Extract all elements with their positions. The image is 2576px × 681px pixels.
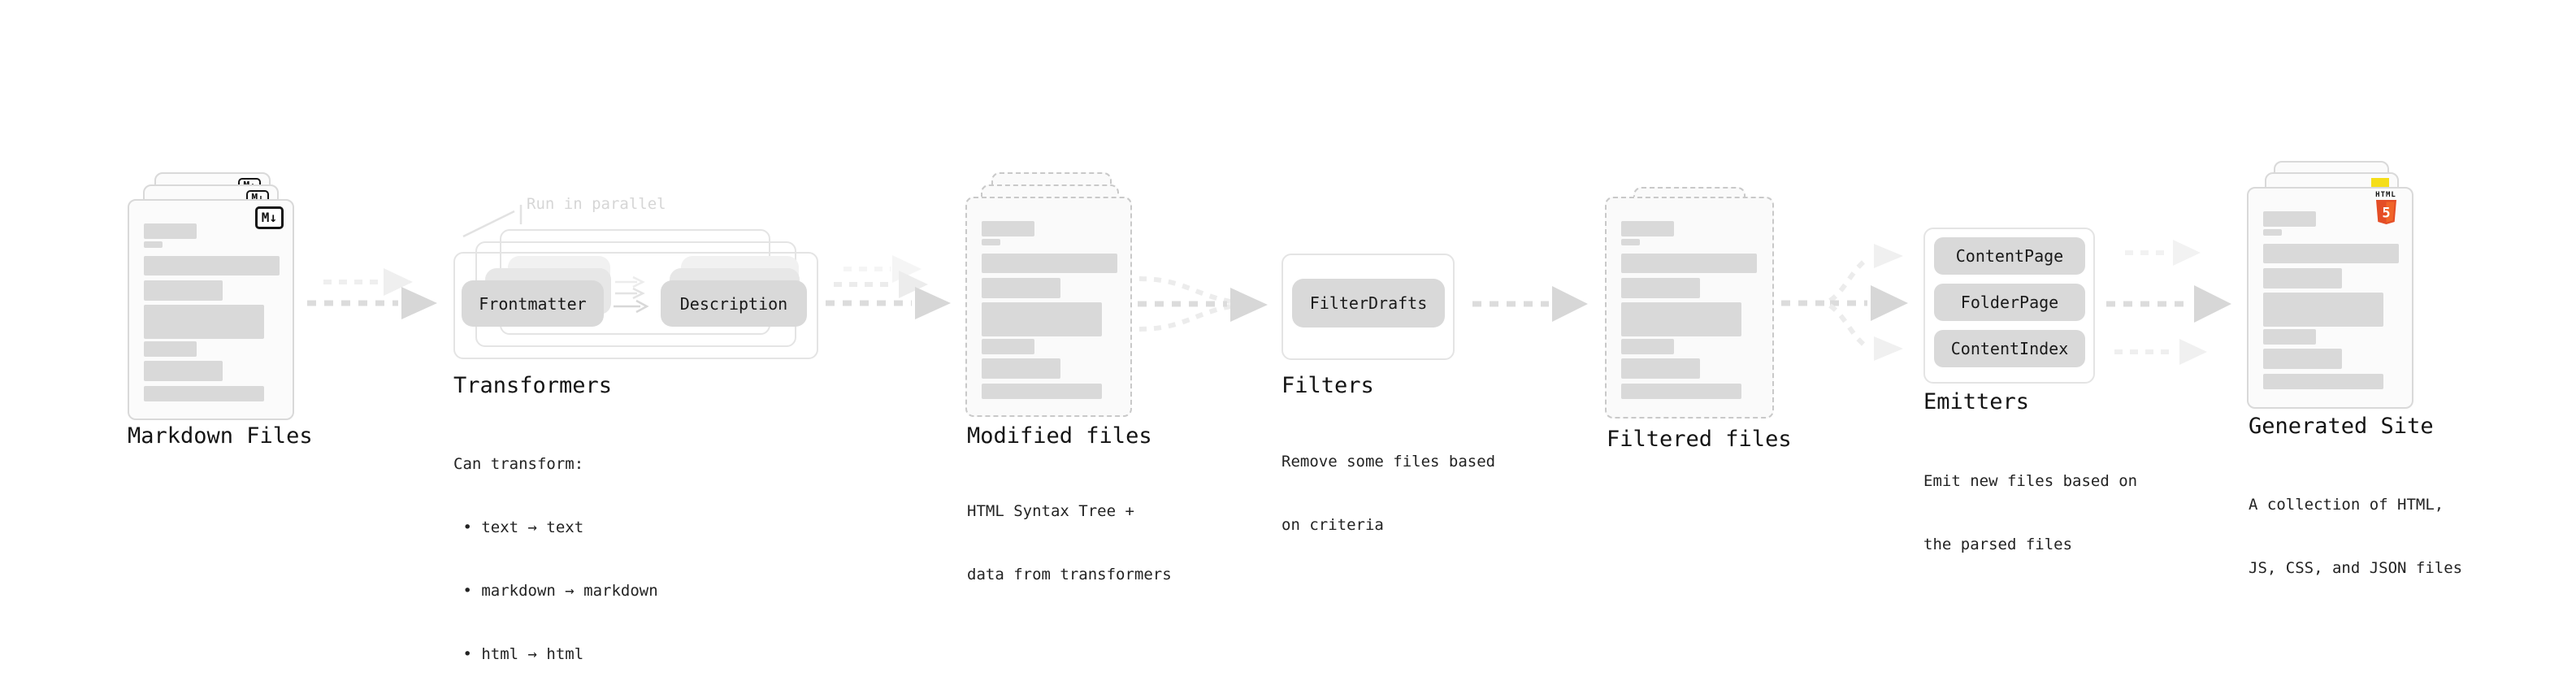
parallel-arrows-icon [614, 275, 649, 314]
arrow-modified-to-filters [1138, 276, 1268, 332]
emitters-box [1923, 228, 2095, 384]
contentpage-node: ContentPage [1934, 237, 2085, 275]
generated-site-description: A collection of HTML, JS, CSS, and JSON … [2249, 496, 2463, 577]
filters-description: Remove some files based on criteria [1281, 453, 1496, 534]
folderpage-node: FolderPage [1934, 284, 2085, 321]
arrow-filters-to-filtered [1472, 286, 1588, 322]
arrow-transformers-to-modified [826, 255, 951, 319]
contentindex-node: ContentIndex [1934, 330, 2085, 367]
document-text-placeholder [1621, 221, 1758, 399]
markdown-file-card-front: M↓ [128, 199, 294, 420]
arrow-emitters-to-site [2106, 240, 2231, 365]
document-text-placeholder [144, 223, 280, 401]
stage-title-filters: Filters [1281, 373, 1374, 398]
modified-files-description: HTML Syntax Tree + data from transformer… [967, 502, 1172, 583]
stage-title-transformers: Transformers [453, 373, 613, 398]
filters-box [1281, 254, 1455, 360]
markdown-icon: M↓ [254, 206, 284, 229]
arrow-markdown-to-transformers [307, 268, 437, 319]
stage-title-generated-site: Generated Site [2249, 414, 2434, 439]
document-text-placeholder [982, 221, 1117, 399]
svg-text:5: 5 [2382, 206, 2390, 222]
description-node: Description [661, 280, 807, 327]
emitters-description: Emit new files based on the parsed files [1923, 472, 2138, 553]
transformers-description: Can transform: • text → text • markdown … [453, 455, 658, 663]
filtered-file-card-front [1605, 197, 1774, 419]
stage-title-filtered-files: Filtered files [1607, 427, 1792, 452]
modified-file-card-front [965, 197, 1132, 417]
run-in-parallel-leader-line [462, 205, 523, 238]
run-in-parallel-note: Run in parallel [527, 195, 666, 213]
frontmatter-node: Frontmatter [462, 280, 604, 327]
transformer-box-front [453, 252, 818, 359]
html5-icon: HTML 5 [2370, 192, 2402, 225]
stage-title-emitters: Emitters [1923, 389, 2030, 414]
filterdrafts-node: FilterDrafts [1292, 279, 1445, 327]
site-file-card-front: HTML 5 [2247, 187, 2413, 409]
stage-title-modified-files: Modified files [967, 423, 1152, 449]
arrow-filtered-to-emitters [1781, 244, 1908, 361]
stage-title-markdown-files: Markdown Files [128, 423, 313, 449]
document-text-placeholder [2263, 211, 2399, 389]
js-icon [2371, 178, 2389, 189]
